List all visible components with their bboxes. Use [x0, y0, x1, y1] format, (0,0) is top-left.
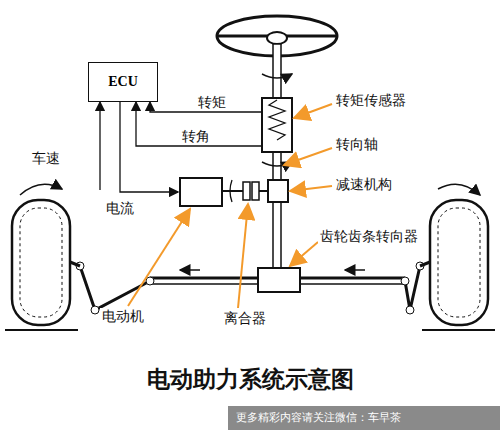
- diagram-title: 电动助力系统示意图: [147, 364, 354, 395]
- part-label: 电动机: [100, 308, 146, 325]
- part-label: 离合器: [222, 310, 268, 327]
- watermark-bar: [228, 406, 500, 430]
- signal-label: 转角: [180, 128, 212, 145]
- signal-label: 转矩: [196, 94, 228, 111]
- watermark: 更多精彩内容请关注微信：车早茶: [236, 410, 401, 425]
- node-text: ECU: [108, 74, 138, 90]
- part-label: 转向轴: [334, 136, 380, 153]
- ecu-box: ECU: [88, 62, 158, 102]
- signal-label: 电流: [104, 200, 136, 217]
- signal-label: 车速: [30, 150, 62, 167]
- part-label: 转矩传感器: [334, 92, 408, 109]
- part-label: 齿轮齿条转向器: [318, 228, 420, 245]
- part-label: 减速机构: [334, 176, 394, 193]
